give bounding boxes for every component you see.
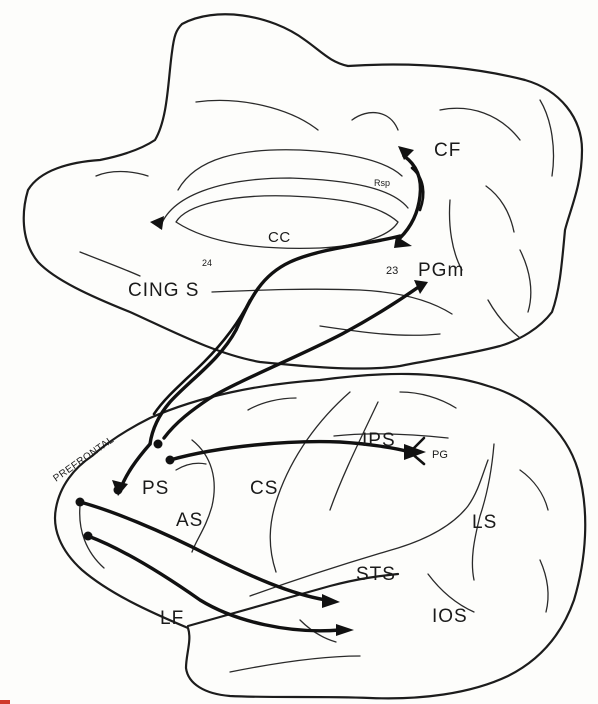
medial-sulcus-1	[196, 100, 318, 130]
lateral-hemisphere	[55, 374, 585, 698]
label-area-24: 24	[202, 258, 212, 268]
medial-sulcus-8	[80, 252, 140, 276]
medial-sulcus-2	[352, 113, 398, 130]
arrowhead-temporal	[336, 624, 354, 636]
label-ios: IOS	[432, 606, 468, 627]
origin-dot-ps-lower	[114, 486, 123, 495]
medial-sulcus-9	[96, 172, 148, 177]
arrowhead-cc	[150, 216, 164, 230]
label-area-23: 23	[386, 265, 398, 277]
frontal-sulcus-a	[176, 463, 206, 470]
label-rsp: Rsp	[374, 178, 390, 188]
label-as: AS	[176, 510, 203, 531]
label-pg: PG	[432, 449, 448, 461]
origin-dot-ps-upper	[154, 440, 163, 449]
label-sts: STS	[356, 564, 396, 585]
pathway-prefrontal-temporal	[88, 536, 340, 631]
medial-sulcus-5	[486, 186, 514, 232]
label-cf: CF	[434, 140, 461, 161]
postcentral-sulcus	[330, 402, 378, 510]
arrowhead-sts	[322, 594, 340, 608]
arrowhead-cf	[398, 146, 414, 160]
arcuate-sulcus	[192, 440, 214, 552]
temporal-sulcus-lower	[230, 656, 360, 672]
medial-sulcus-4	[540, 100, 554, 176]
medial-sulcus-11	[488, 300, 520, 338]
medial-sulcus-3	[440, 108, 520, 140]
corpus-callosum-outer	[178, 150, 402, 190]
label-ls: LS	[472, 512, 497, 533]
parietal-sulcus-a	[400, 392, 456, 408]
medial-sulcus-10	[320, 326, 440, 335]
corner-mark	[0, 700, 10, 704]
label-prefrontal: PREFRONTAL	[51, 434, 116, 484]
label-lf: LF	[160, 608, 184, 629]
medial-sulcus-7	[520, 250, 531, 312]
pathways	[76, 146, 429, 636]
label-ips: IPS	[362, 430, 396, 451]
label-cc: CC	[268, 229, 291, 246]
corpus-callosum-mid	[160, 178, 408, 228]
parietal-sulcus-b	[248, 398, 296, 410]
occipital-sulcus-b	[540, 560, 548, 612]
occipital-sulcus-a	[520, 470, 548, 510]
pathway-rsp-curve	[400, 156, 420, 238]
label-pgm: PGm	[418, 260, 464, 281]
label-ps: PS	[142, 478, 169, 499]
label-cs: CS	[250, 478, 278, 499]
medial-hemisphere	[24, 14, 582, 368]
central-sulcus	[270, 392, 350, 572]
label-cing-s: CING S	[128, 280, 199, 301]
